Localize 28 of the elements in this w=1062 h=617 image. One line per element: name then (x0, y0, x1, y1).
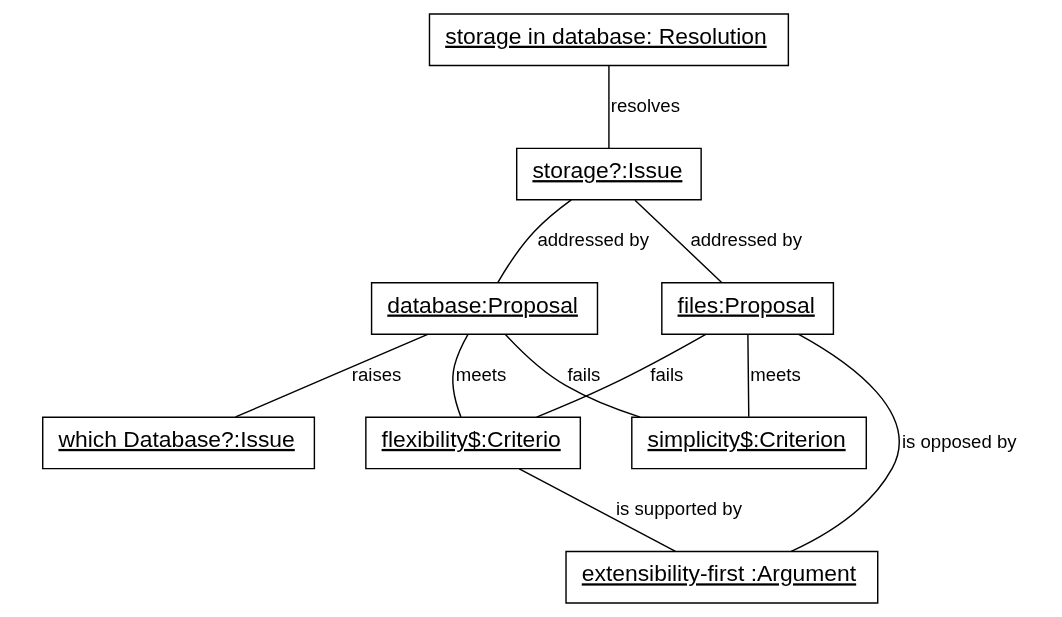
connector (790, 333, 900, 553)
connector (452, 333, 469, 418)
node-box: storage in database: Resolution (428, 13, 790, 67)
connector (634, 199, 723, 284)
connector (497, 199, 573, 284)
connector (234, 333, 429, 418)
node-box: database:Proposal (370, 282, 599, 335)
node-box: files:Proposal (661, 282, 835, 335)
node-box: simplicity$:Criterion (631, 416, 867, 470)
edge-label: resolves (610, 94, 680, 116)
connector (608, 65, 610, 149)
edge-label: addressed by (690, 229, 802, 251)
edge-label: fails (650, 363, 684, 385)
connector (535, 333, 707, 418)
node-box: extensibility-first :Argument (565, 550, 879, 604)
edge-label: meets (750, 363, 801, 385)
edge-label: fails (567, 363, 601, 385)
node-box: storage?:Issue (516, 147, 702, 201)
edge-label: raises (351, 363, 402, 385)
connector (747, 333, 750, 418)
edge-label: addressed by (537, 229, 649, 251)
edge-label: meets (455, 363, 507, 385)
connector (518, 468, 677, 553)
node-box: flexibility$:Criterio (365, 416, 582, 470)
connector (504, 333, 641, 418)
node-box: which Database?:Issue (42, 416, 316, 470)
edge-label: is opposed by (901, 430, 1017, 452)
edge-label: is supported by (615, 497, 742, 519)
